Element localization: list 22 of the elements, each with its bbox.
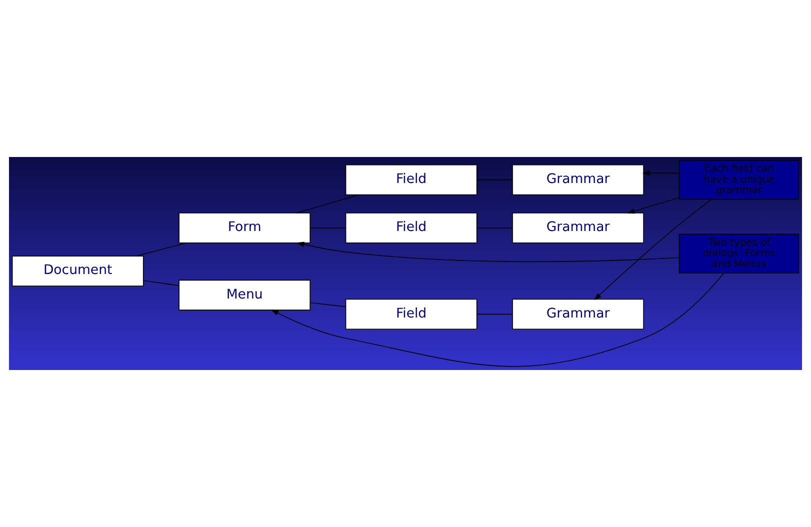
node-box: Two types of dialogs: Forms and Menus: [678, 234, 800, 274]
node-box: Each field can have a unique grammar: [678, 160, 800, 200]
arrow: [642, 170, 680, 176]
connector: [136, 242, 187, 257]
node-box: Grammar: [512, 164, 644, 196]
connector: [143, 280, 180, 286]
arrow: [271, 272, 724, 367]
node-box: Field: [345, 164, 478, 196]
connector: [310, 302, 346, 308]
connector: [296, 194, 360, 214]
node-box: Form: [178, 212, 311, 244]
node-box: Field: [345, 212, 478, 244]
arrow: [594, 199, 712, 300]
node-box: Field: [345, 298, 478, 330]
connector: [476, 314, 513, 315]
node-box: Document: [12, 256, 144, 286]
connector: [476, 179, 513, 180]
node-box: Menu: [178, 280, 311, 310]
arrow: [627, 197, 680, 214]
node-box: Grammar: [512, 212, 644, 244]
arrow: [296, 242, 680, 262]
node-box: Grammar: [512, 298, 644, 330]
